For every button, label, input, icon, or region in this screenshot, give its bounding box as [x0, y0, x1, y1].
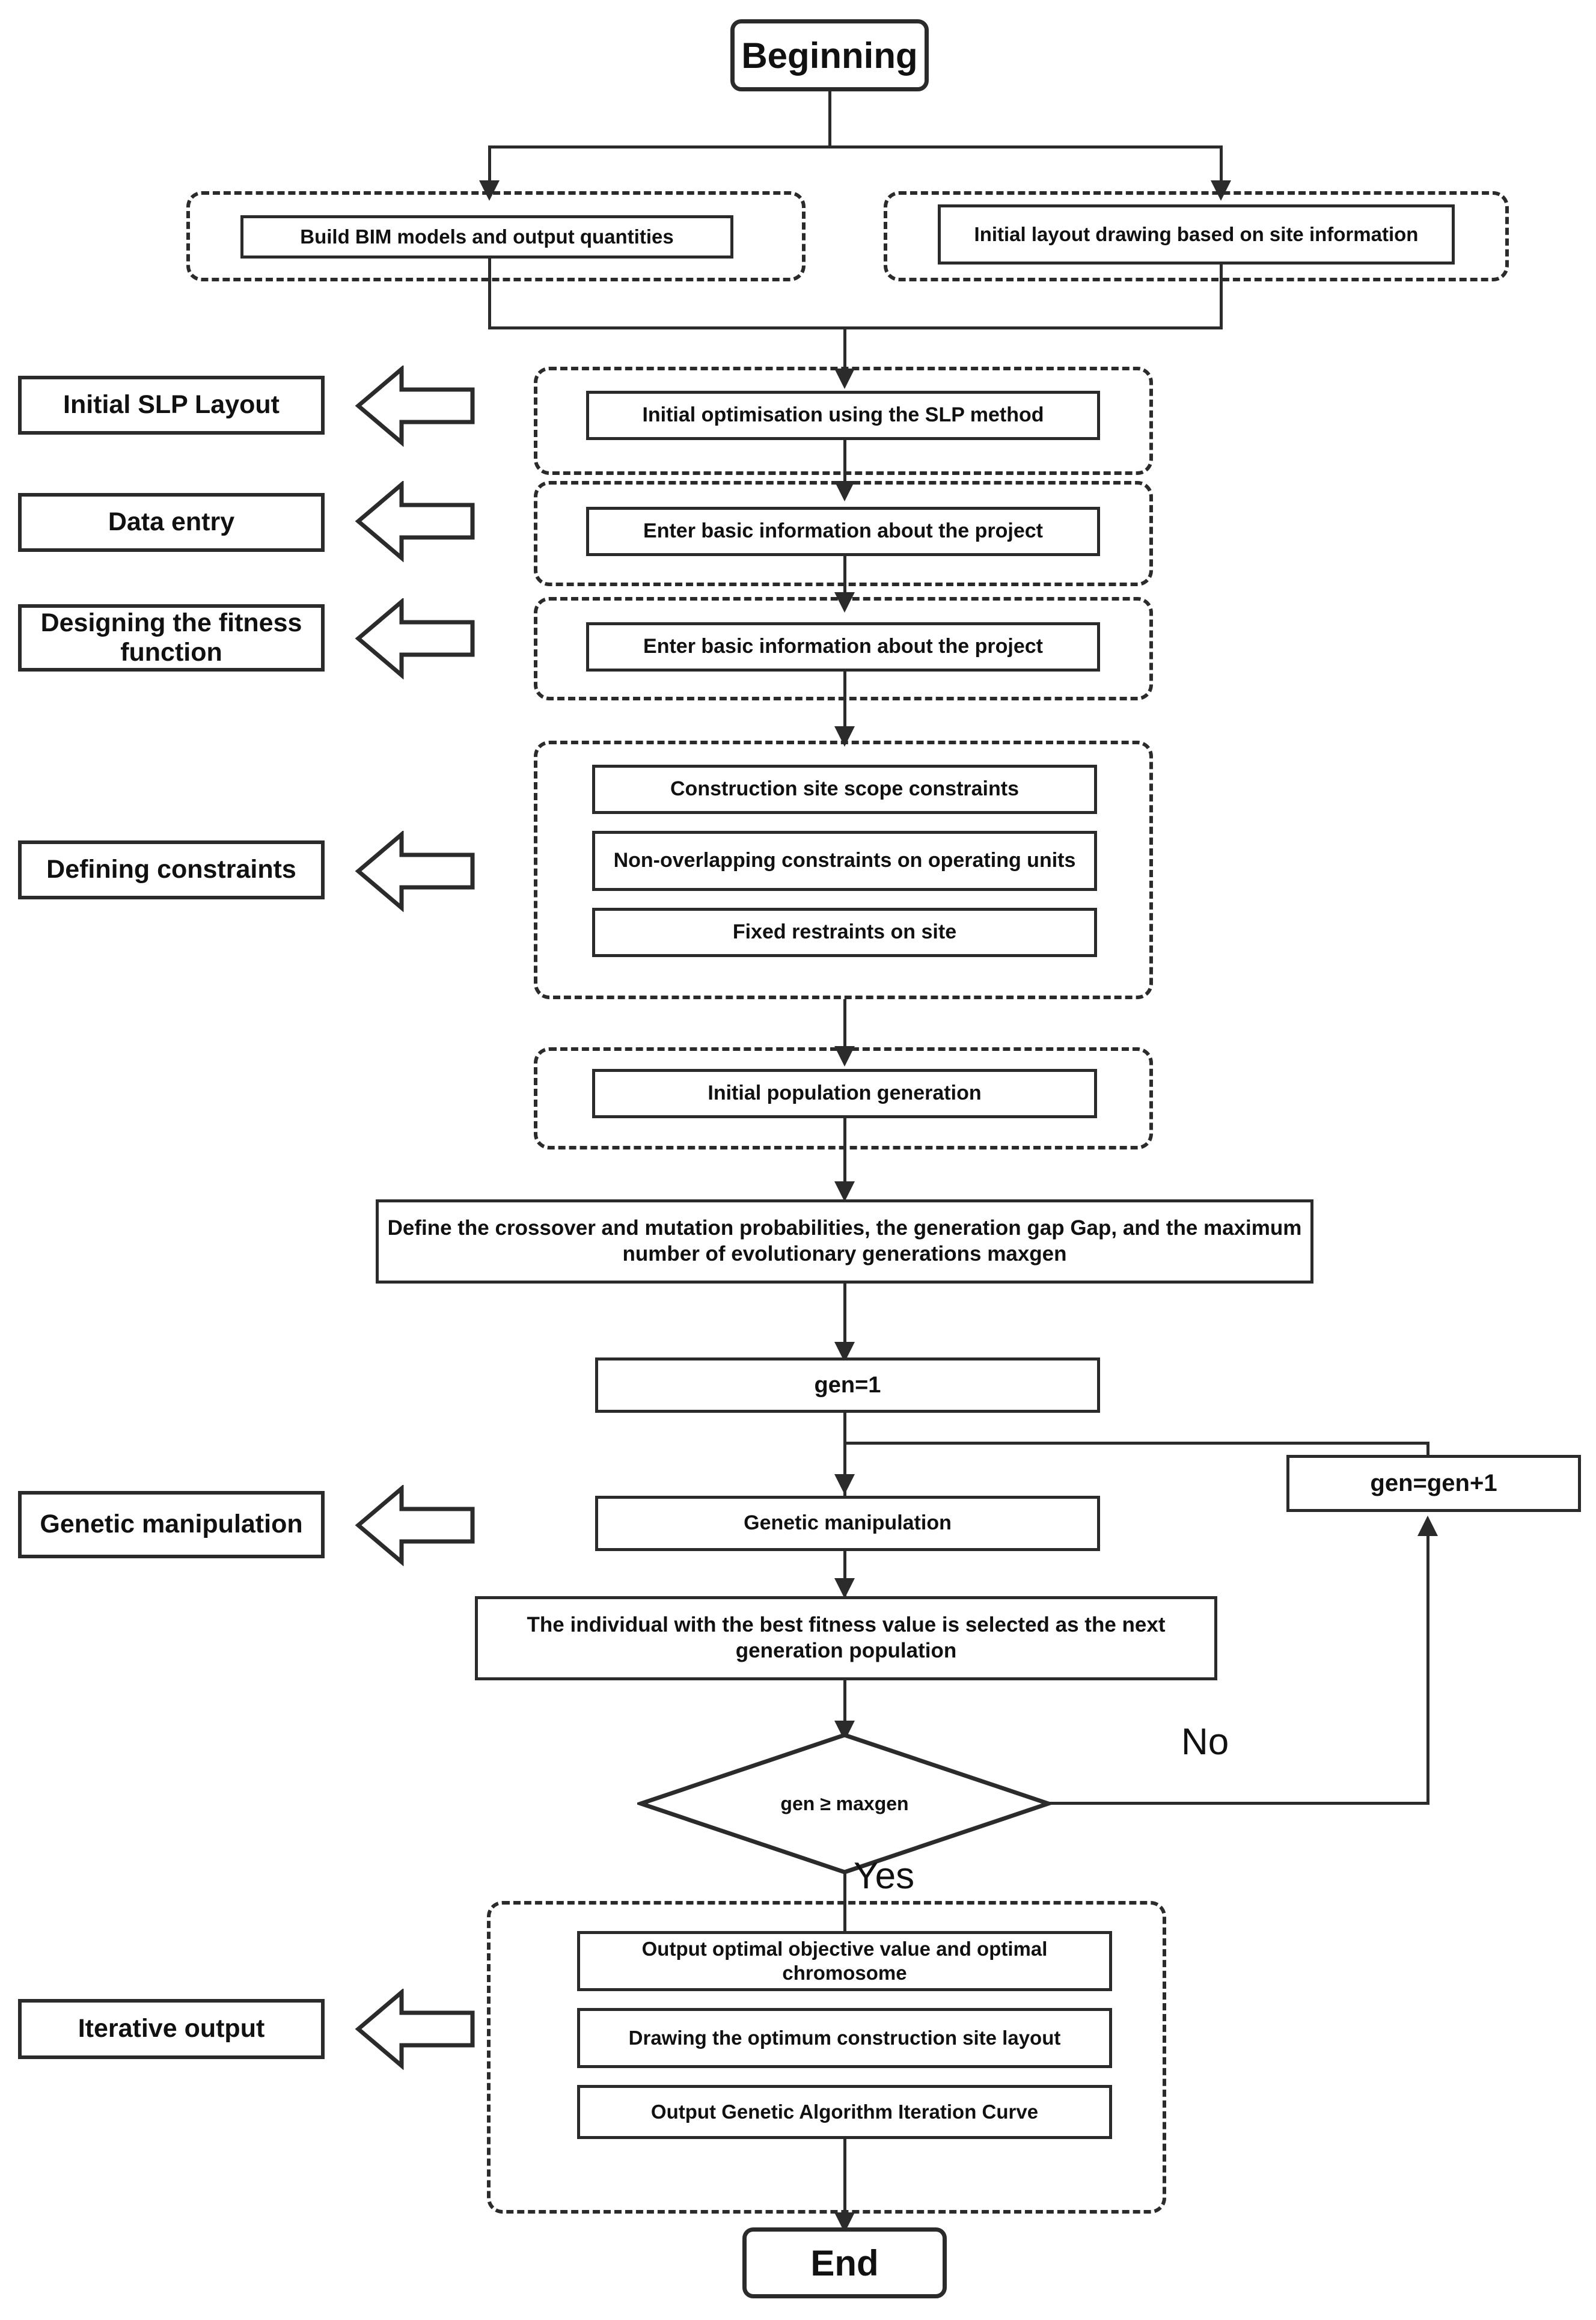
box-enter-basic-info-2-label: Enter basic information about the projec…: [643, 635, 1043, 658]
box-initial-population-generation: Initial population generation: [592, 1069, 1097, 1118]
connector-no-branch-up: [1426, 1536, 1429, 1802]
box-constraint-fixed-label: Fixed restraints on site: [732, 920, 957, 944]
connector-genetic-to-selection: [843, 1551, 846, 1599]
block-arrow-slp: [355, 366, 475, 447]
arrow-to-fitness: [834, 592, 855, 613]
box-draw-optimum-layout: Drawing the optimum construction site la…: [577, 2008, 1112, 2068]
arrow-to-slp-box: [834, 369, 855, 389]
label-iterative-output-text: Iterative output: [78, 2014, 265, 2043]
label-initial-slp-layout: Initial SLP Layout: [18, 376, 325, 435]
label-genetic-manipulation: Genetic manipulation: [18, 1491, 325, 1558]
terminator-end-label: End: [810, 2242, 879, 2283]
connector-slp-to-dataentry: [843, 440, 846, 487]
box-constraint-nonoverlap-label: Non-overlapping constraints on operating…: [613, 849, 1076, 872]
box-initial-population-generation-label: Initial population generation: [708, 1082, 982, 1105]
label-designing-fitness-function-text: Designing the fitness function: [40, 608, 302, 667]
box-build-bim-models: Build BIM models and output quantities: [240, 215, 733, 259]
connector-selection-to-decision: [843, 1680, 846, 1743]
arrow-to-genetic-manipulation: [834, 1474, 855, 1495]
terminator-beginning-label: Beginning: [741, 35, 918, 76]
box-constraint-fixed: Fixed restraints on site: [592, 908, 1097, 957]
connector-split-left: [488, 145, 491, 183]
box-enter-basic-info-1: Enter basic information about the projec…: [586, 507, 1100, 556]
box-enter-basic-info-2: Enter basic information about the projec…: [586, 622, 1100, 672]
connector-bim-out: [488, 259, 491, 329]
box-output-optimal-value-label: Output optimal objective value and optim…: [641, 1937, 1048, 1984]
connector-output-to-end: [843, 2139, 846, 2229]
box-selection-best-fitness-label: The individual with the best fitness val…: [527, 1613, 1166, 1662]
box-genetic-manipulation-label: Genetic manipulation: [744, 1511, 952, 1535]
connector-population-to-define: [843, 1118, 846, 1196]
block-arrow-data-entry: [355, 481, 475, 562]
box-define-parameters: Define the crossover and mutation probab…: [376, 1199, 1313, 1284]
box-enter-basic-info-1-label: Enter basic information about the projec…: [643, 519, 1043, 543]
box-selection-best-fitness: The individual with the best fitness val…: [475, 1596, 1217, 1680]
connector-dataentry-to-fitness: [843, 556, 846, 598]
label-data-entry-text: Data entry: [108, 507, 235, 537]
arrow-to-define-params: [834, 1181, 855, 1202]
arrow-to-layout-box: [1211, 180, 1231, 201]
connector-start-stem: [828, 91, 831, 147]
box-gen-init-label: gen=1: [814, 1372, 881, 1398]
box-build-bim-models-label: Build BIM models and output quantities: [300, 225, 674, 248]
terminator-beginning: Beginning: [730, 19, 929, 91]
label-data-entry: Data entry: [18, 493, 325, 552]
decision-condition-label: gen ≥ maxgen: [780, 1792, 909, 1814]
block-arrow-constraints: [355, 831, 475, 912]
label-defining-constraints: Defining constraints: [18, 840, 325, 899]
connector-yes-branch: [843, 1872, 846, 1944]
box-initial-optimisation-slp-label: Initial optimisation using the SLP metho…: [642, 403, 1044, 427]
box-initial-layout-drawing: Initial layout drawing based on site inf…: [938, 204, 1455, 265]
connector-split-bar: [488, 145, 1223, 148]
arrow-to-bim-box: [479, 180, 500, 201]
box-define-parameters-label: Define the crossover and mutation probab…: [387, 1216, 1302, 1266]
connector-split-right: [1220, 145, 1223, 183]
box-genetic-manipulation: Genetic manipulation: [595, 1496, 1100, 1551]
arrow-to-selection: [834, 1578, 855, 1599]
box-gen-increment: gen=gen+1: [1286, 1455, 1581, 1512]
connector-define-to-gen1: [843, 1284, 846, 1356]
group-iterative-output: [487, 1901, 1166, 2214]
label-initial-slp-layout-text: Initial SLP Layout: [63, 390, 280, 420]
block-arrow-fitness: [355, 598, 475, 679]
box-constraint-nonoverlap: Non-overlapping constraints on operating…: [592, 831, 1097, 891]
connector-loop-return-bar: [843, 1442, 1429, 1445]
label-genetic-manipulation-text: Genetic manipulation: [40, 1510, 303, 1539]
box-output-iteration-curve-label: Output Genetic Algorithm Iteration Curve: [650, 2100, 1039, 2123]
decision-gen-vs-maxgen: gen ≥ maxgen: [637, 1731, 1052, 1876]
group-bim-input: [186, 191, 806, 281]
branch-label-no: No: [1181, 1721, 1229, 1763]
box-initial-optimisation-slp: Initial optimisation using the SLP metho…: [586, 391, 1100, 440]
box-gen-init: gen=1: [595, 1357, 1100, 1413]
connector-merge-stem: [843, 326, 846, 373]
connector-constraints-to-population: [843, 999, 846, 1052]
connector-gen1-to-genetic: [843, 1413, 846, 1497]
label-defining-constraints-text: Defining constraints: [46, 855, 296, 884]
connector-merge-bar: [488, 326, 1223, 329]
block-arrow-genetic: [355, 1485, 475, 1566]
connector-no-branch: [1048, 1802, 1429, 1805]
group-constraints-stage: [534, 741, 1153, 999]
label-designing-fitness-function: Designing the fitness function: [18, 604, 325, 672]
label-iterative-output: Iterative output: [18, 1999, 325, 2059]
box-constraint-scope: Construction site scope constraints: [592, 765, 1097, 814]
box-output-optimal-value: Output optimal objective value and optim…: [577, 1931, 1112, 1991]
arrow-to-gen-increment: [1417, 1516, 1438, 1536]
connector-layout-out: [1220, 265, 1223, 329]
box-constraint-scope-label: Construction site scope constraints: [670, 777, 1019, 801]
group-site-layout-input: [884, 191, 1509, 281]
box-initial-layout-drawing-label: Initial layout drawing based on site inf…: [974, 222, 1419, 245]
box-output-iteration-curve: Output Genetic Algorithm Iteration Curve: [577, 2085, 1112, 2139]
terminator-end: End: [742, 2227, 947, 2298]
connector-fitness-to-constraints: [843, 672, 846, 732]
box-draw-optimum-layout-label: Drawing the optimum construction site la…: [628, 2026, 1061, 2049]
block-arrow-iterative-output: [355, 1989, 475, 2070]
box-gen-increment-label: gen=gen+1: [1370, 1470, 1497, 1497]
branch-label-yes: Yes: [854, 1855, 915, 1897]
